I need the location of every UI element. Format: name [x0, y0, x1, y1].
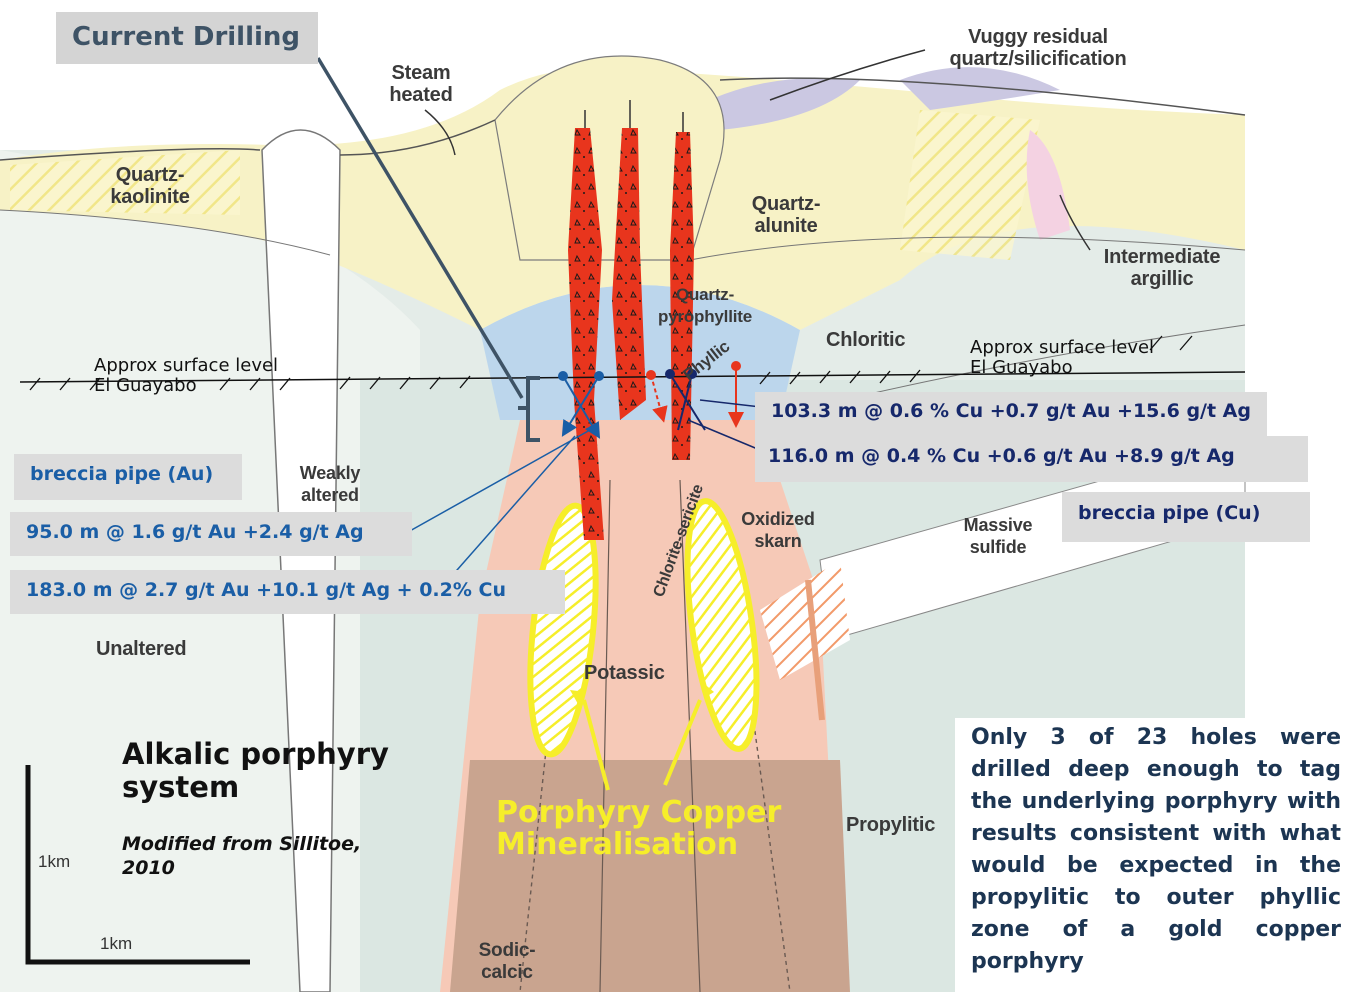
intercept-callout-2: 116.0 m @ 0.4 % Cu +0.6 g/t Au +8.9 g/t …: [755, 436, 1308, 482]
surface-level-left: Approx surface level El Guayabo: [94, 356, 284, 396]
diagram-title: Alkalic porphyry system: [122, 738, 422, 804]
citation: Modified from Sillitoe, 2010: [122, 832, 412, 880]
intercept-callout-4: 183.0 m @ 2.7 g/t Au +10.1 g/t Ag + 0.2%…: [10, 570, 565, 614]
porphyry-copper-mineralisation-label: Porphyry Copper Mineralisation: [496, 797, 796, 861]
label-chloritic: Chloritic: [826, 329, 905, 351]
label-quartz-alunite: Quartz-alunite: [738, 193, 834, 237]
label-massive-sulfide: Massive sulfide: [948, 514, 1048, 558]
label-steam-heated: Steam heated: [378, 62, 464, 106]
label-weakly-altered: Weakly altered: [290, 462, 370, 506]
scale-vertical-label: 1km: [38, 852, 70, 872]
label-quartz-kaolinite: Quartz-kaolinite: [100, 164, 200, 208]
label-intermediate-argillic: Intermediate argillic: [1082, 246, 1242, 290]
label-oxidized-skarn: Oxidized skarn: [728, 508, 828, 552]
label-potassic: Potassic: [584, 662, 665, 684]
label-quartz-pyrophyllite: Quartz-pyrophyllite: [640, 284, 770, 328]
breccia-pipe-au-label: breccia pipe (Au): [14, 454, 242, 500]
intercept-callout-1: 103.3 m @ 0.6 % Cu +0.7 g/t Au +15.6 g/t…: [755, 392, 1267, 436]
surface-level-right: Approx surface level El Guayabo: [970, 338, 1160, 378]
label-unaltered: Unaltered: [96, 638, 186, 660]
label-vuggy: Vuggy residual quartz/silicification: [928, 26, 1148, 70]
current-drilling-label: Current Drilling: [56, 12, 318, 64]
breccia-pipe-cu-label: breccia pipe (Cu): [1062, 492, 1310, 542]
intercept-callout-3: 95.0 m @ 1.6 g/t Au +2.4 g/t Ag: [10, 512, 412, 556]
label-sodic-calcic: Sodic-calcic: [470, 940, 544, 984]
summary-note: Only 3 of 23 holes were drilled deep eno…: [955, 718, 1351, 992]
label-propylitic: Propylitic: [846, 814, 935, 836]
scale-horizontal-label: 1km: [100, 934, 132, 954]
